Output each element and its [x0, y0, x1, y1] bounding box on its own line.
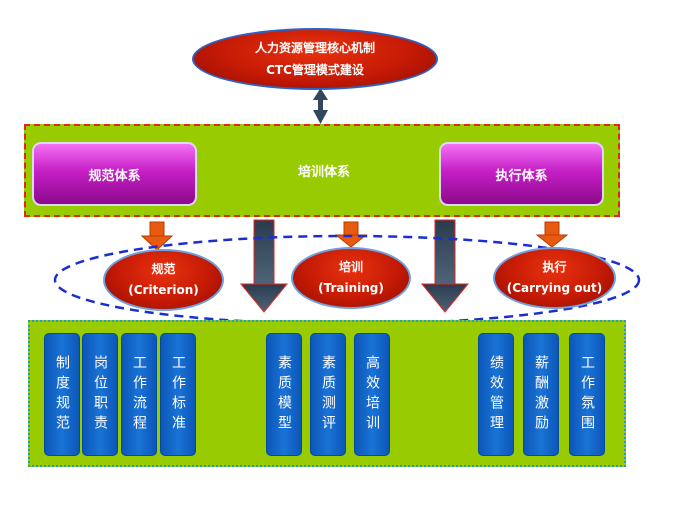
title-line-2: CTC管理模式建设 [266, 63, 364, 77]
training-system-label: 培训体系 [297, 164, 350, 180]
item-column: 工作标准 [160, 333, 196, 456]
item-label: 岗位职责 [92, 354, 108, 435]
criterion-system-box: 规范体系 [32, 142, 197, 206]
criterion-pillar-subtitle: (Criterion) [128, 283, 199, 297]
execution-system-label: 执行体系 [495, 168, 548, 184]
execution-system-box: 执行体系 [439, 142, 604, 206]
bidirectional-arrow [313, 88, 328, 124]
item-label: 高效培训 [364, 354, 380, 435]
execution-pillar-title: 执行 [542, 260, 567, 274]
training-pillar-subtitle: (Training) [318, 281, 384, 295]
core-mechanism-title: 人力资源管理核心机制 CTC管理模式建设 [192, 28, 438, 90]
item-column: 制度规范 [44, 333, 80, 456]
item-column: 工作氛围 [569, 333, 605, 456]
title-line-1: 人力资源管理核心机制 [254, 41, 375, 55]
item-column: 高效培训 [354, 333, 390, 456]
criterion-pillar: 规范 (Criterion) [103, 249, 224, 311]
item-column: 绩效管理 [478, 333, 514, 456]
item-label: 薪酬激励 [533, 354, 549, 435]
training-pillar: 培训 (Training) [291, 247, 411, 309]
item-label: 素质测评 [320, 354, 336, 435]
item-label: 素质模型 [276, 354, 292, 435]
training-pillar-title: 培训 [338, 260, 363, 274]
item-label: 绩效管理 [488, 354, 504, 435]
orange-down-arrow-left [140, 221, 174, 251]
execution-pillar-subtitle: (Carrying out) [506, 281, 603, 295]
item-label: 工作流程 [131, 354, 147, 435]
item-column: 薪酬激励 [523, 333, 559, 456]
orange-down-arrow-middle [334, 221, 368, 248]
item-column: 素质测评 [310, 333, 346, 456]
item-label: 工作氛围 [579, 354, 595, 435]
item-column: 工作流程 [121, 333, 157, 456]
criterion-system-label: 规范体系 [88, 168, 141, 184]
item-column: 素质模型 [266, 333, 302, 456]
orange-down-arrow-right [535, 221, 569, 248]
large-down-arrow-right [420, 219, 470, 313]
large-down-arrow-left [239, 219, 289, 313]
criterion-pillar-title: 规范 [151, 262, 176, 276]
item-label: 工作标准 [170, 354, 186, 435]
execution-pillar: 执行 (Carrying out) [493, 247, 616, 309]
item-column: 岗位职责 [82, 333, 118, 456]
item-label: 制度规范 [54, 354, 70, 435]
